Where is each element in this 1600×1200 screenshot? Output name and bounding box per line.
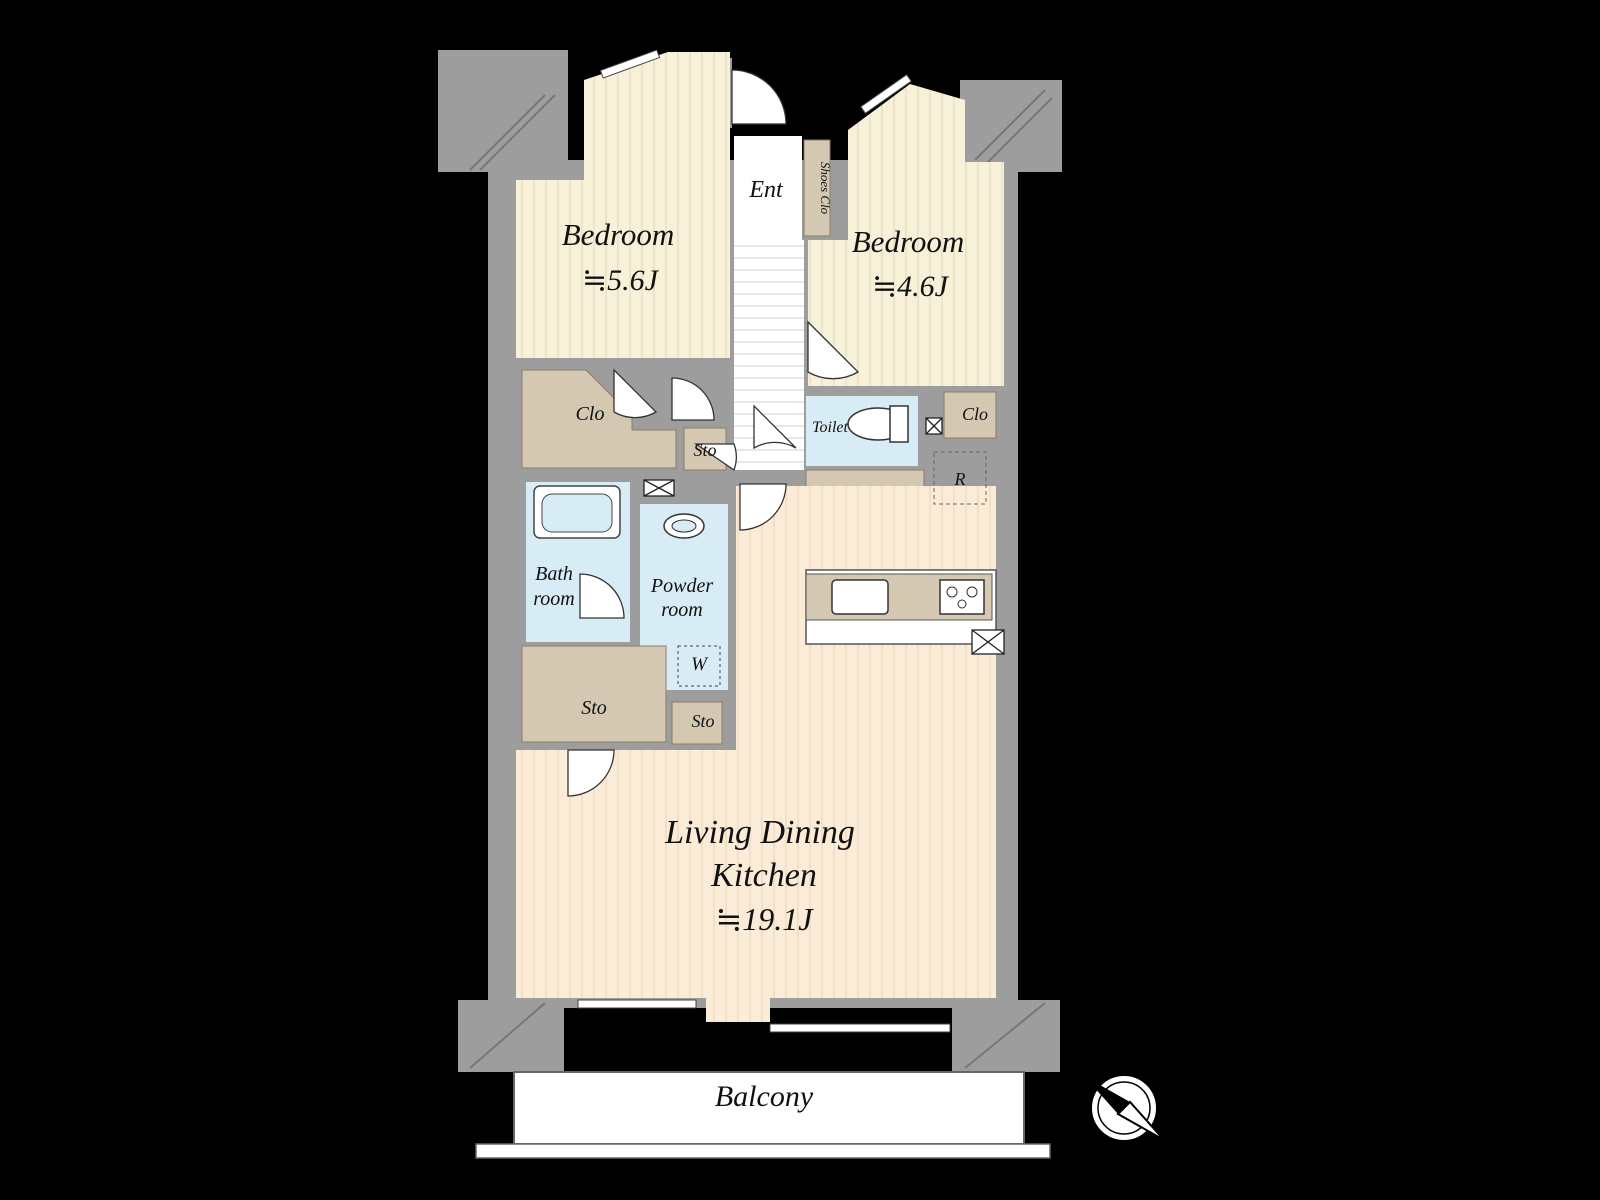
entrance-label: Ent <box>748 177 784 203</box>
closet-right-floor <box>943 391 997 439</box>
fridge-space <box>933 451 987 505</box>
storage-hall-label: Sto <box>693 440 716 460</box>
ldk-label-line1: Living Dining <box>664 814 855 851</box>
bedroom-left-floor <box>516 52 730 358</box>
storage-small-label: Sto <box>691 711 714 731</box>
toilet-label: Toilet <box>812 419 848 436</box>
balcony-rail <box>475 1143 1051 1159</box>
closet-left-label: Clo <box>576 403 605 425</box>
ldk-area: ≒19.1J <box>715 901 814 937</box>
storage-large-floor <box>521 645 667 743</box>
bedroom-left-label: Bedroom <box>562 217 675 252</box>
powder-room-label-line1: Powder <box>650 575 713 597</box>
compass-icon: N <box>1071 1060 1165 1144</box>
washer-label: W <box>691 654 709 675</box>
bathtub <box>533 485 621 539</box>
bathroom-label-line2: room <box>533 588 574 610</box>
ldk-label-line2: Kitchen <box>710 857 817 894</box>
windows <box>577 49 951 1033</box>
refrigerator-label: R <box>954 469 966 489</box>
compass-north-label: N <box>1071 1060 1091 1081</box>
toilet-fixture <box>847 405 909 443</box>
storage-large-label: Sto <box>581 697 607 719</box>
bedroom-right-floor <box>808 84 1004 386</box>
powder-room-label-line2: room <box>661 599 702 621</box>
bedroom-right-area: ≒4.6J <box>872 270 950 303</box>
shoes-closet-label: Shoes Clo <box>818 162 833 215</box>
bathroom-label-line1: Bath <box>535 563 573 585</box>
balcony-label: Balcony <box>715 1080 814 1113</box>
bedroom-right-label: Bedroom <box>852 224 965 259</box>
closet-right-label: Clo <box>962 404 988 424</box>
sink <box>663 513 705 539</box>
balcony-floor <box>513 1071 1025 1145</box>
kitchen-counter <box>805 569 997 645</box>
shoes-closet-floor <box>803 139 831 237</box>
washer-space <box>677 645 721 687</box>
bedroom-left-area: ≒5.6J <box>582 264 660 297</box>
door-swings <box>567 69 860 797</box>
vent-icons <box>643 417 1005 655</box>
storage-small-floor <box>671 701 723 745</box>
entrance-floor <box>734 136 802 240</box>
closet-left-floor <box>521 369 677 469</box>
